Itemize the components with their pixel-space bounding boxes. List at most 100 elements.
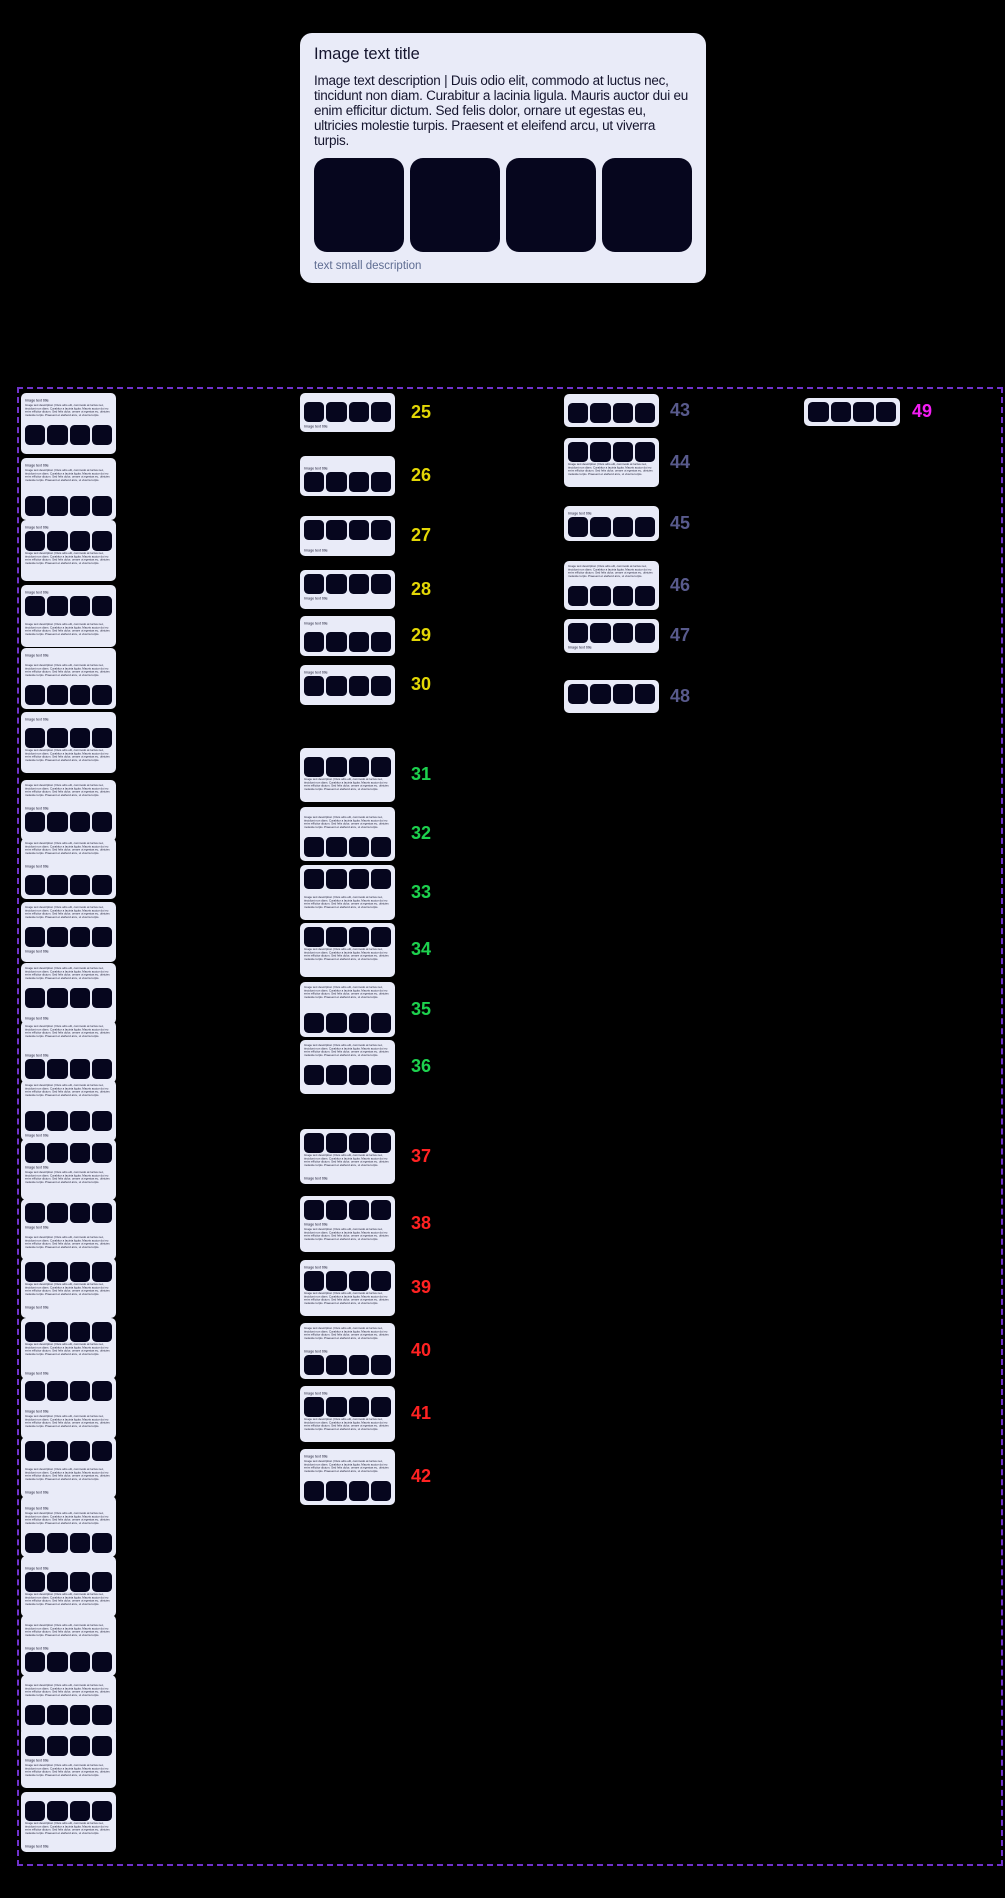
hero-card: Image text title Image text description … [300, 33, 706, 283]
card-image [69, 1262, 90, 1282]
card-title: Image text title [25, 1506, 49, 1511]
card-image [25, 1441, 46, 1461]
card-image [69, 988, 90, 1008]
card-description: Image text description | Duis odio elit,… [304, 1327, 389, 1340]
card-title: Image text title [25, 949, 49, 954]
card-small-description: text small description [25, 573, 112, 578]
card-image [304, 1013, 325, 1033]
card-image [568, 623, 589, 643]
card-description: Image text description | Duis odio elit,… [25, 967, 110, 980]
card-image [304, 676, 325, 696]
card-image [69, 1652, 90, 1672]
card-image [47, 1801, 68, 1821]
card-variant-10: Image text description | Duis odio elit,… [21, 963, 116, 1024]
card-image [69, 1533, 90, 1553]
card-image [91, 927, 112, 947]
card-small-description: text small description [25, 1192, 112, 1197]
card-image [326, 402, 347, 422]
card-image [91, 1111, 112, 1131]
card-image [326, 1271, 347, 1291]
card-variant-37: Image text description | Duis odio elit,… [300, 1129, 395, 1184]
card-title: Image text title [304, 466, 328, 471]
hero-image [314, 158, 404, 252]
card-image [326, 1013, 347, 1033]
card-image [370, 472, 391, 492]
card-image [612, 586, 633, 606]
card-description: Image text description | Duis odio elit,… [25, 1512, 110, 1525]
variant-number-label: 33 [411, 881, 432, 902]
variant-number-label: 29 [411, 625, 432, 645]
variant-number-label: 40 [411, 1340, 432, 1360]
card-title: Image text title [304, 670, 328, 675]
card-images [25, 1262, 112, 1282]
card-description: Image text description | Duis odio elit,… [25, 664, 110, 677]
card-images [25, 496, 112, 516]
card-title: Image text title [304, 1222, 328, 1227]
card-variant-12: Image text description | Duis odio elit,… [21, 1080, 116, 1141]
card-description: Image text description | Duis odio elit,… [25, 906, 110, 919]
card-image [590, 442, 611, 462]
card-image [47, 875, 68, 895]
card-image [25, 1572, 46, 1592]
card-image [91, 1441, 112, 1461]
card-small-description: text small description [25, 1559, 112, 1564]
card-images [25, 1111, 112, 1131]
card-images [304, 1200, 391, 1220]
card-image [304, 1133, 325, 1153]
card-images [25, 1143, 112, 1163]
card-image [304, 472, 325, 492]
card-small-description: text small description [304, 969, 391, 974]
card-images [304, 1065, 391, 1085]
card-image [69, 1143, 90, 1163]
card-variant-6: Image text titletext small descriptionIm… [21, 712, 116, 773]
card-title: Image text title [304, 1176, 328, 1181]
card-small-description: text small description [304, 1007, 391, 1012]
card-title: Image text title [25, 525, 49, 530]
card-image [370, 1481, 391, 1501]
card-small-description: text small description [25, 1499, 112, 1504]
card-title: Image text title [25, 806, 49, 811]
card-description: Image text description | Duis odio elit,… [304, 778, 389, 791]
card-images [25, 685, 112, 705]
card-variant-5: Image text titletext small descriptionIm… [21, 648, 116, 709]
card-image [590, 517, 611, 537]
card-image [47, 988, 68, 1008]
card-images [304, 757, 391, 777]
variant-number-label: 47 [670, 625, 691, 645]
card-description: Image text description | Duis odio elit,… [25, 842, 110, 855]
hero-image [602, 158, 692, 252]
card-image [348, 1200, 369, 1220]
card-variant-14: Image text titletext small descriptionIm… [21, 1199, 116, 1260]
card-image [612, 403, 633, 423]
card-image [370, 632, 391, 652]
card-image [25, 1533, 46, 1553]
card-title: Image text title [25, 1844, 49, 1849]
card-images [25, 875, 112, 895]
card-image [25, 1059, 46, 1079]
card-variant-36: Image text description | Duis odio elit,… [300, 1040, 395, 1094]
card-image [634, 517, 655, 537]
card-small-description: text small description [25, 954, 112, 959]
card-image [348, 927, 369, 947]
card-image [326, 574, 347, 594]
card-image [370, 1397, 391, 1417]
card-variant-43: text small description [564, 394, 659, 427]
card-image [370, 1271, 391, 1291]
card-image [69, 1059, 90, 1079]
card-image [304, 1065, 325, 1085]
card-title: Image text title [568, 645, 592, 650]
variant-number-label: 32 [411, 823, 432, 843]
card-title: Image text title [304, 1391, 328, 1396]
card-image [304, 574, 325, 594]
card-image [568, 403, 589, 423]
card-image [348, 632, 369, 652]
card-image [326, 837, 347, 857]
card-images [568, 403, 655, 423]
card-description: Image text description | Duis odio elit,… [25, 469, 110, 482]
card-variant-44: Image text description | Duis odio elit,… [564, 438, 659, 487]
card-image [370, 869, 391, 889]
